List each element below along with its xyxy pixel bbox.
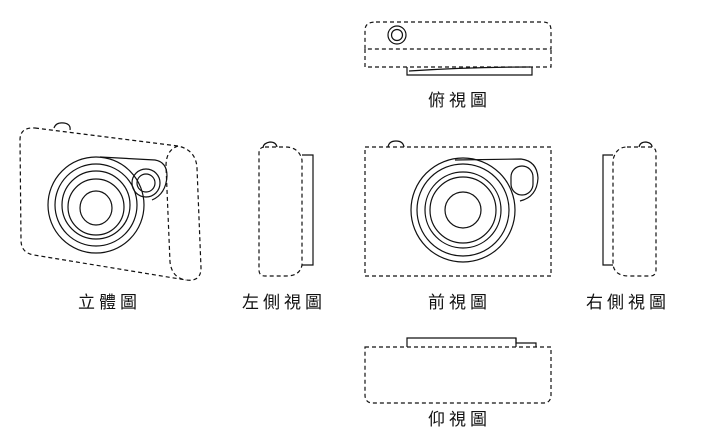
perspective-view (19, 122, 202, 281)
right-side-view (602, 141, 657, 277)
bottom-view-label: 仰視圖 (428, 410, 491, 430)
left-side-view (258, 141, 314, 277)
top-view (364, 21, 552, 76)
front-view-label: 前視圖 (428, 293, 491, 313)
bottom-view (364, 337, 552, 404)
perspective-view-label: 立體圖 (78, 293, 141, 313)
left-side-view-label: 左側視圖 (242, 293, 326, 313)
top-view-label: 俯視圖 (428, 91, 491, 111)
right-side-view-label: 右側視圖 (586, 293, 670, 313)
front-view (364, 140, 552, 277)
